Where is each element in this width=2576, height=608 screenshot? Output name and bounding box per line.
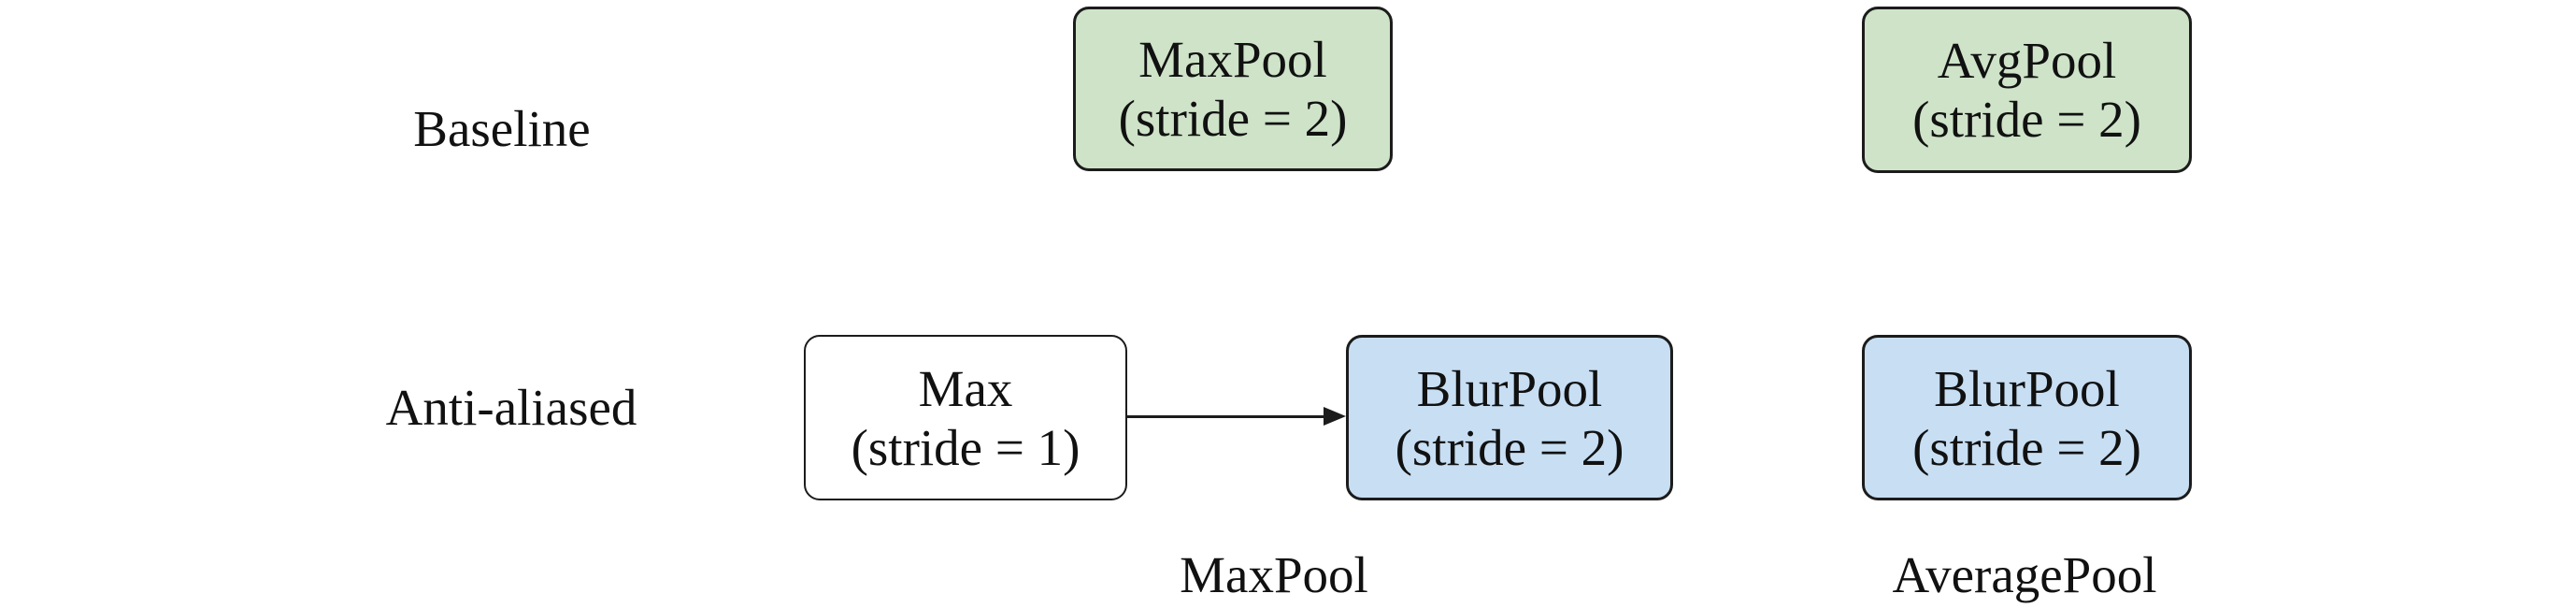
- column-label-maxpool: MaxPool: [1180, 546, 1368, 603]
- node-antialiased-max-stride: (stride = 1): [851, 418, 1080, 476]
- row-label-anti-aliased: Anti-aliased: [385, 379, 637, 436]
- node-baseline-maxpool-stride: (stride = 2): [1118, 90, 1348, 147]
- node-baseline-avgpool-title: AvgPool: [1937, 32, 2117, 89]
- arrow-shaft: [1127, 415, 1325, 418]
- node-antialiased-blurpool-avg: BlurPool (stride = 2): [1862, 335, 2192, 500]
- node-antialiased-blurpool-avg-stride: (stride = 2): [1912, 418, 2141, 476]
- node-antialiased-max: Max (stride = 1): [804, 335, 1127, 500]
- arrow-head-icon: [1324, 407, 1346, 426]
- node-antialiased-max-title: Max: [918, 359, 1013, 417]
- node-antialiased-blurpool-max-title: BlurPool: [1416, 359, 1603, 417]
- node-antialiased-blurpool-max: BlurPool (stride = 2): [1346, 335, 1673, 500]
- row-label-baseline: Baseline: [413, 100, 591, 157]
- node-baseline-avgpool: AvgPool (stride = 2): [1862, 7, 2192, 173]
- node-baseline-avgpool-stride: (stride = 2): [1912, 91, 2141, 148]
- node-antialiased-blurpool-avg-title: BlurPool: [1934, 359, 2120, 417]
- column-label-averagepool: AveragePool: [1892, 546, 2157, 603]
- arrow-max-to-blurpool: [1127, 407, 1346, 426]
- node-antialiased-blurpool-max-stride: (stride = 2): [1395, 418, 1624, 476]
- node-baseline-maxpool-title: MaxPool: [1138, 31, 1327, 88]
- node-baseline-maxpool: MaxPool (stride = 2): [1073, 7, 1393, 171]
